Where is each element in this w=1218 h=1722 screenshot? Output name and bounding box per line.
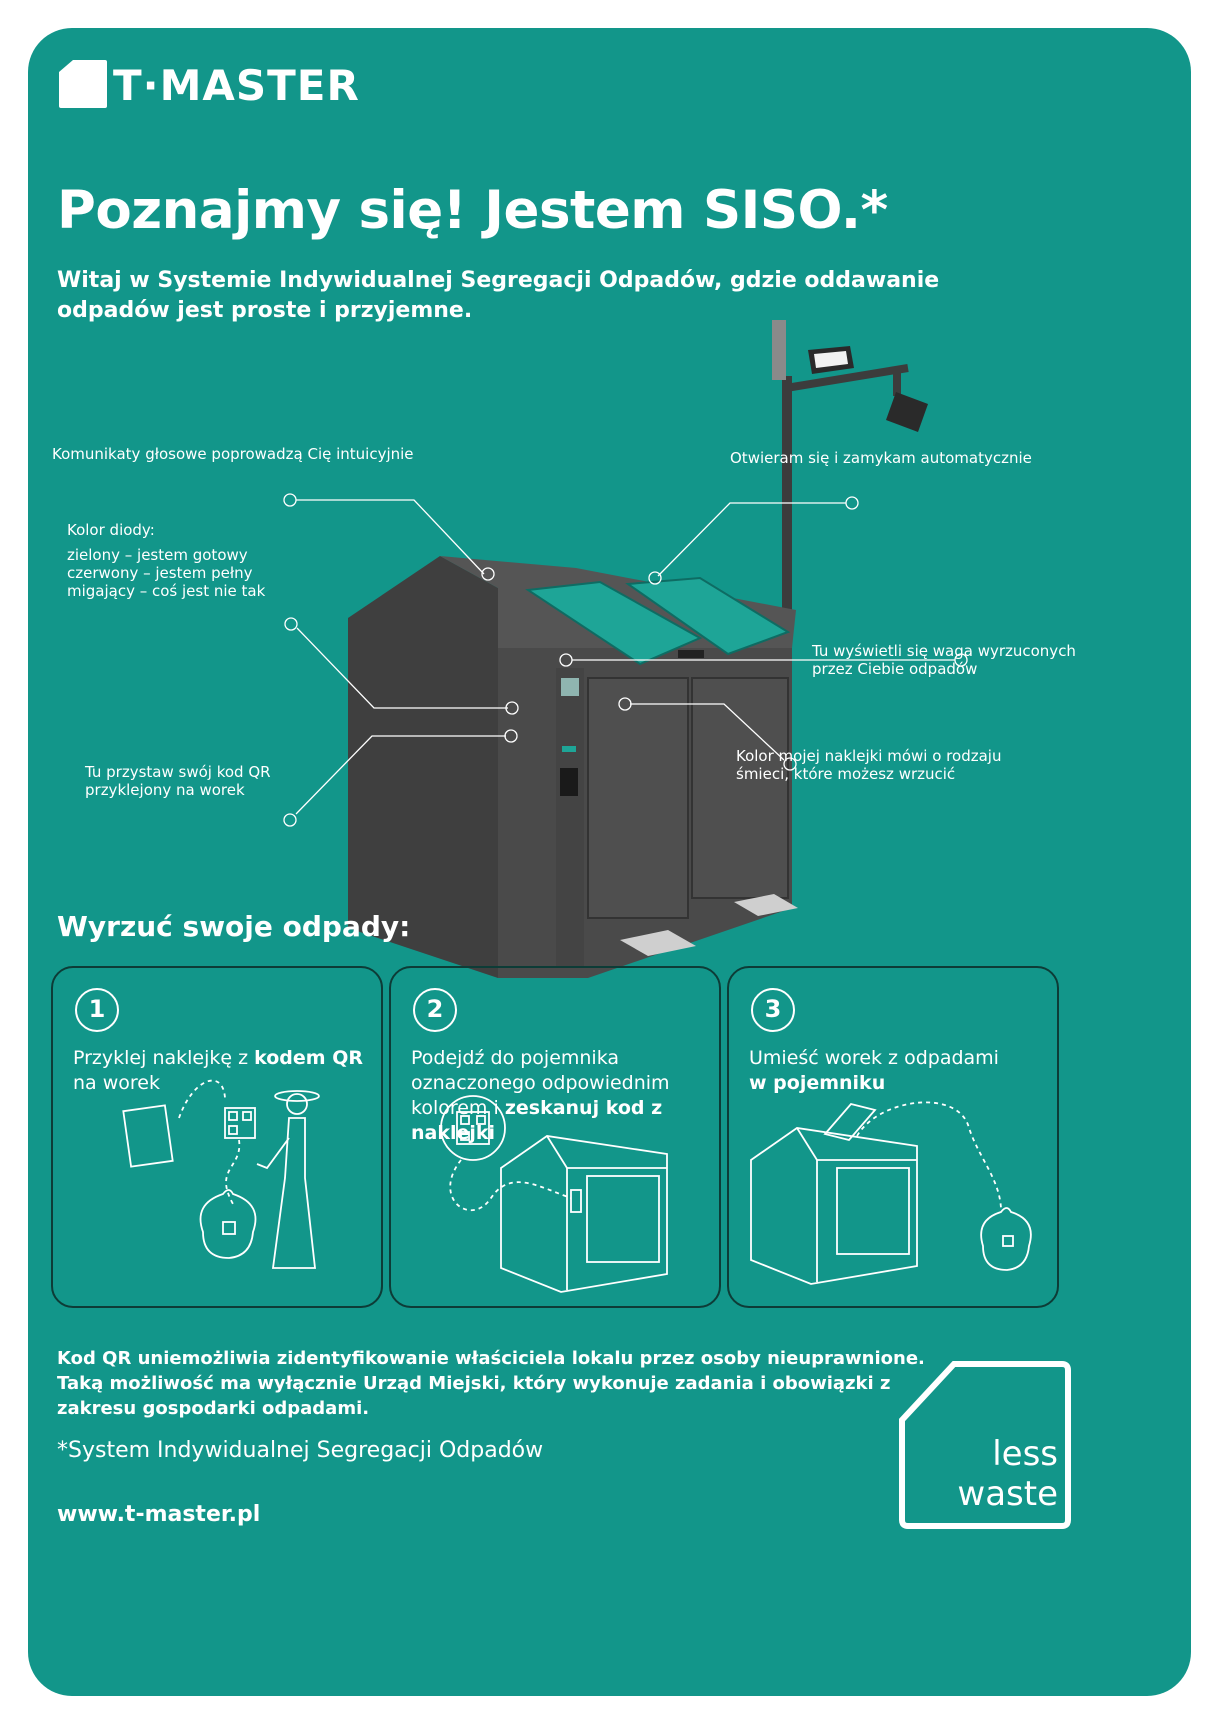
trash-bag-icon <box>199 1189 257 1259</box>
qr-code-icon <box>224 1107 256 1139</box>
less-waste-badge: less waste <box>898 1358 1074 1532</box>
step-text: Umieść worek z odpadami w pojemniku <box>749 1047 999 1094</box>
callout-diode-red: czerwony – jestem pełny <box>67 564 253 582</box>
step-number: 2 <box>413 988 457 1032</box>
poster-card: T·MASTER Poznajmy się! Jestem SISO.* Wit… <box>28 28 1191 1696</box>
callout-sticker-1: Kolor mojej naklejki mówi o rodzaju <box>736 747 1002 765</box>
house-logo-icon <box>59 60 107 108</box>
weight-display <box>678 650 704 658</box>
step-card-1: 1 Przyklej naklejkę z kodem QR na worek <box>51 966 383 1308</box>
qr-scanner <box>560 768 578 796</box>
callout-diode-blink: migający – coś jest nie tak <box>67 582 266 600</box>
footnote: *System Indywidualnej Segregacji Odpadów <box>57 1438 544 1463</box>
steps-title: Wyrzuć swoje odpady: <box>57 910 411 943</box>
container-side <box>348 556 498 978</box>
step-number: 1 <box>75 988 119 1032</box>
diode <box>562 746 576 752</box>
page-title: Poznajmy się! Jestem SISO.* <box>57 180 888 241</box>
person-body-icon <box>271 1117 317 1269</box>
pedal-right <box>734 894 798 916</box>
camera-icon <box>886 392 928 432</box>
pole <box>782 376 792 692</box>
callout-weight-1: Tu wyświetli się waga wyrzuconych <box>812 642 1076 660</box>
callout-sticker-2: śmieci, które możesz wrzucić <box>736 765 956 783</box>
person-head-icon <box>286 1093 308 1115</box>
website-link[interactable]: www.t-master.pl <box>57 1502 261 1527</box>
antenna <box>772 320 786 380</box>
step-number: 3 <box>751 988 795 1032</box>
callout-diode-title: Kolor diody: <box>67 521 155 539</box>
callout-qr-1: Tu przystaw swój kod QR <box>85 763 271 781</box>
step-card-2: 2 Podejdź do pojemnika oznaczonego odpow… <box>389 966 721 1308</box>
brand-name: T·MASTER <box>113 61 360 110</box>
container-outline-icon <box>500 1135 668 1293</box>
door-outline-icon <box>586 1175 660 1263</box>
page-subtitle: Witaj w Systemie Indywidualnej Segregacj… <box>57 268 940 323</box>
container-outline-icon <box>750 1127 918 1285</box>
callout-voice: Komunikaty głosowe poprowadzą Cię intuic… <box>52 445 414 463</box>
scan-container-illustration <box>440 1095 668 1293</box>
callout-qr-2: przyklejony na worek <box>85 781 245 799</box>
siso-container-illustration <box>283 320 968 978</box>
lid-left <box>525 580 703 666</box>
door-left <box>587 677 689 919</box>
pole-arm <box>785 364 909 392</box>
lid-right <box>625 576 791 656</box>
qr-code-icon <box>456 1111 490 1145</box>
open-lid-icon <box>823 1102 877 1142</box>
sticker-on-bag-illustration <box>122 1079 320 1269</box>
house-outline-icon <box>899 1361 1071 1529</box>
step-text: Podejdź do pojemnika oznaczonego odpowie… <box>411 1047 670 1144</box>
drop-bag-illustration <box>750 1101 1032 1285</box>
pedal-left <box>620 930 696 956</box>
sticker-sheet-icon <box>122 1104 174 1168</box>
step-card-3: 3 Umieść worek z odpadami w pojemniku <box>727 966 1059 1308</box>
trash-bag-icon <box>980 1207 1032 1271</box>
step-text: Przyklej naklejkę z kodem QR na worek <box>73 1047 363 1094</box>
control-panel <box>556 668 584 968</box>
sticker <box>561 678 579 696</box>
callout-auto-open: Otwieram się i zamykam automatycznie <box>730 449 1032 467</box>
callout-diode-green: zielony – jestem gotowy <box>67 546 248 564</box>
door-right <box>691 677 789 899</box>
less-waste-text: less waste <box>957 1434 1058 1514</box>
privacy-note: Kod QR uniemożliwia zidentyfikowanie wła… <box>57 1348 925 1419</box>
callout-weight-2: przez Ciebie odpadów <box>812 660 978 678</box>
